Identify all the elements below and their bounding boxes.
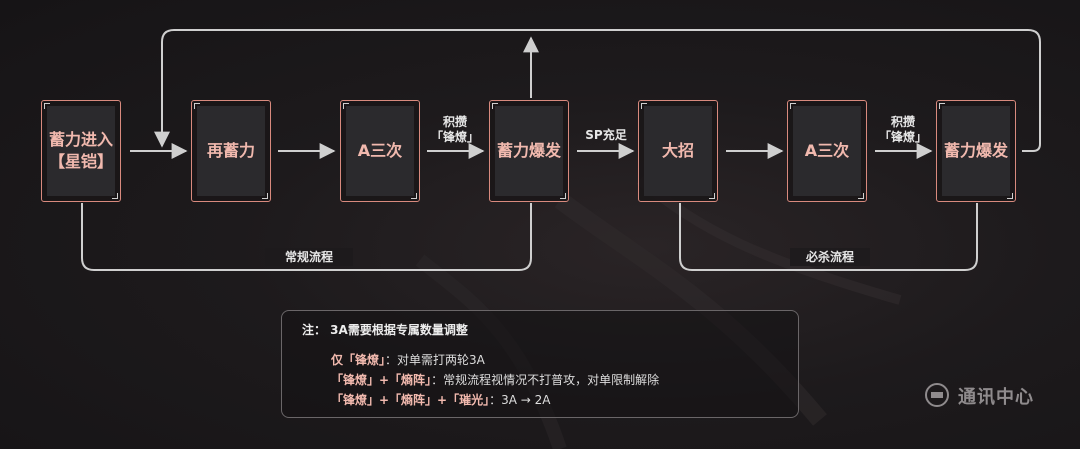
corner-mark — [790, 103, 796, 109]
node-charge-enter: 蓄力进入 【星铠】 — [41, 100, 121, 202]
node-label: 大招 — [661, 141, 694, 160]
normal-flow-line — [81, 203, 532, 271]
note-title: 注： 3A需要根据专属数量调整 — [302, 323, 468, 337]
note-row-text: ：对单需打两轮3A — [385, 353, 485, 367]
node-recharge: 再蓄力 — [191, 100, 271, 202]
corner-mark — [492, 103, 498, 109]
note-row-highlight: 「锋燎」+「熵阵」 — [331, 373, 432, 387]
note-row-highlight: 仅「锋燎」 — [331, 353, 386, 367]
node-charge-burst: 蓄力爆发 — [489, 100, 569, 202]
node-label: A三次 — [804, 141, 850, 160]
node-charge-burst-2: 蓄力爆发 — [936, 100, 1016, 202]
corner-mark — [44, 103, 50, 109]
label-normal-flow: 常规流程 — [284, 250, 333, 264]
node-label: 蓄力进入 【星铠】 — [48, 130, 113, 171]
corner-mark — [1007, 193, 1013, 199]
corner-mark — [560, 193, 566, 199]
corner-mark — [858, 193, 864, 199]
node-a-three: A三次 — [340, 100, 420, 202]
watermark-logo-icon — [925, 383, 949, 407]
edge-label-accumulate-1: 积攒 「锋燎」 — [430, 115, 479, 144]
note-row: 「锋燎」+「熵阵」：常规流程视情况不打普攻，对单限制解除 — [331, 371, 659, 388]
loop-back-line — [161, 29, 1041, 152]
node-a-three-2: A三次 — [787, 100, 867, 202]
corner-mark — [411, 193, 417, 199]
note-row-highlight: 「锋燎」+「熵阵」+「璀光」 — [331, 393, 490, 407]
kill-flow-line — [679, 203, 978, 271]
corner-mark — [939, 103, 945, 109]
edge-label-accumulate-2: 积攒 「锋燎」 — [878, 115, 927, 144]
corner-mark — [709, 193, 715, 199]
watermark-text: 通讯中心 — [958, 387, 1034, 408]
corner-mark — [194, 103, 200, 109]
corner-mark — [262, 193, 268, 199]
node-label: 蓄力爆发 — [496, 141, 561, 160]
note-row-text: ：常规流程视情况不打普攻，对单限制解除 — [431, 373, 660, 387]
note-box: 注： 3A需要根据专属数量调整 仅「锋燎」：对单需打两轮3A 「锋燎」+「熵阵」… — [281, 310, 799, 418]
note-row: 「锋燎」+「熵阵」+「璀光」：3A → 2A — [331, 391, 551, 408]
kill-flow-label-bg — [790, 248, 870, 266]
corner-mark — [343, 103, 349, 109]
node-ultimate: 大招 — [638, 100, 718, 202]
note-row-text: ：3A → 2A — [489, 393, 551, 407]
label-kill-flow: 必杀流程 — [805, 250, 854, 264]
edge-label-sp-full: SP充足 — [585, 128, 627, 142]
node-label: 再蓄力 — [206, 141, 255, 160]
node-label: 蓄力爆发 — [943, 141, 1008, 160]
note-row: 仅「锋燎」：对单需打两轮3A — [331, 351, 485, 368]
node-label: A三次 — [357, 141, 403, 160]
corner-mark — [112, 193, 118, 199]
normal-flow-label-bg — [265, 248, 353, 266]
corner-mark — [641, 103, 647, 109]
